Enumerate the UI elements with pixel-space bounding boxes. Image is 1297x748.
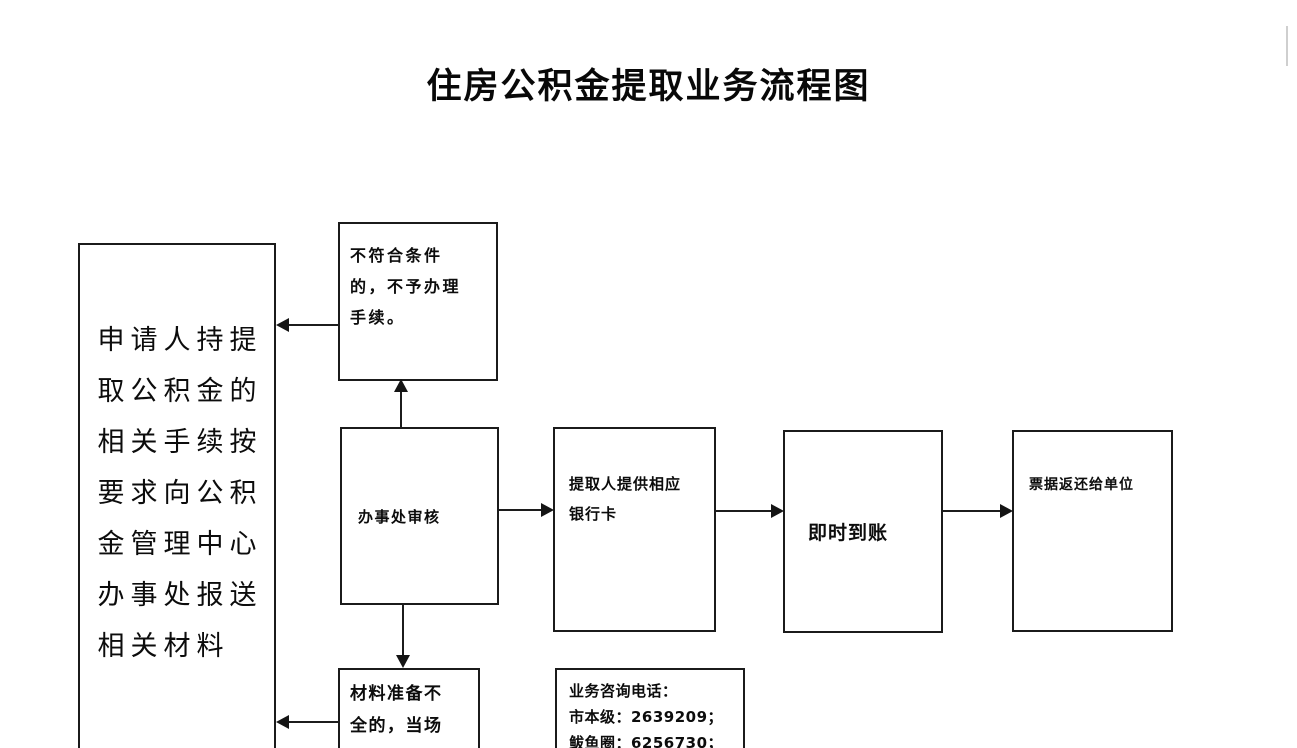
page-title: 住房公积金提取业务流程图 bbox=[426, 67, 871, 107]
node-provide-bank-card-label: 提取人提供相应 银行卡 bbox=[569, 475, 682, 523]
connector-review-to-reject-arrowhead bbox=[394, 379, 408, 392]
node-receipt-returned-label: 票据返还给单位 bbox=[1029, 477, 1134, 493]
node-incomplete-materials: 材料准备不 全的，当场 告知补齐材料 bbox=[338, 668, 480, 748]
node-receipt-returned: 票据返还给单位 bbox=[1012, 430, 1173, 632]
node-office-review-label: 办事处审核 bbox=[358, 507, 441, 526]
connector-review-to-incomplete-arrowhead bbox=[396, 655, 410, 668]
connector-review-to-incomplete-line bbox=[402, 605, 404, 655]
connector-instant-to-receipt-line bbox=[943, 510, 1000, 512]
node-applicant-label: 申请人持提 取公积金的 相关手续按 要求向公积 金管理中心 办事处报送 相关材料 bbox=[97, 325, 263, 662]
connector-bankcard-to-instant-arrowhead bbox=[771, 504, 784, 518]
info-box-service-phone-label: 业务咨询电话： 市本级：2639209； 鲅鱼圈：6256730； bbox=[569, 682, 724, 748]
connector-review-to-bankcard-line bbox=[499, 509, 541, 511]
node-applicant-submits-materials: 申请人持提 取公积金的 相关手续按 要求向公积 金管理中心 办事处报送 相关材料 bbox=[78, 243, 276, 748]
node-instant-arrival: 即时到账 bbox=[783, 430, 943, 633]
connector-reject-to-applicant-arrowhead bbox=[276, 318, 289, 332]
info-box-service-phone: 业务咨询电话： 市本级：2639209； 鲅鱼圈：6256730； bbox=[555, 668, 745, 748]
node-incomplete-materials-label: 材料准备不 全的，当场 告知补齐材料 bbox=[350, 684, 443, 736]
node-office-review: 办事处审核 bbox=[340, 427, 499, 605]
connector-incomplete-to-applicant-line bbox=[288, 721, 340, 723]
connector-bankcard-to-instant-line bbox=[716, 510, 771, 512]
connector-review-to-reject-line bbox=[400, 391, 402, 428]
node-instant-arrival-label: 即时到账 bbox=[808, 522, 889, 544]
connector-incomplete-to-applicant-arrowhead bbox=[276, 715, 289, 729]
scan-artifact-mark bbox=[1286, 26, 1288, 66]
connector-instant-to-receipt-arrowhead bbox=[1000, 504, 1013, 518]
node-provide-bank-card: 提取人提供相应 银行卡 bbox=[553, 427, 716, 632]
connector-review-to-bankcard-arrowhead bbox=[541, 503, 554, 517]
node-not-eligible: 不符合条件 的，不予办理 手续。 bbox=[338, 222, 498, 381]
node-not-eligible-label: 不符合条件 的，不予办理 手续。 bbox=[350, 246, 462, 327]
connector-reject-to-applicant-line bbox=[288, 324, 340, 326]
